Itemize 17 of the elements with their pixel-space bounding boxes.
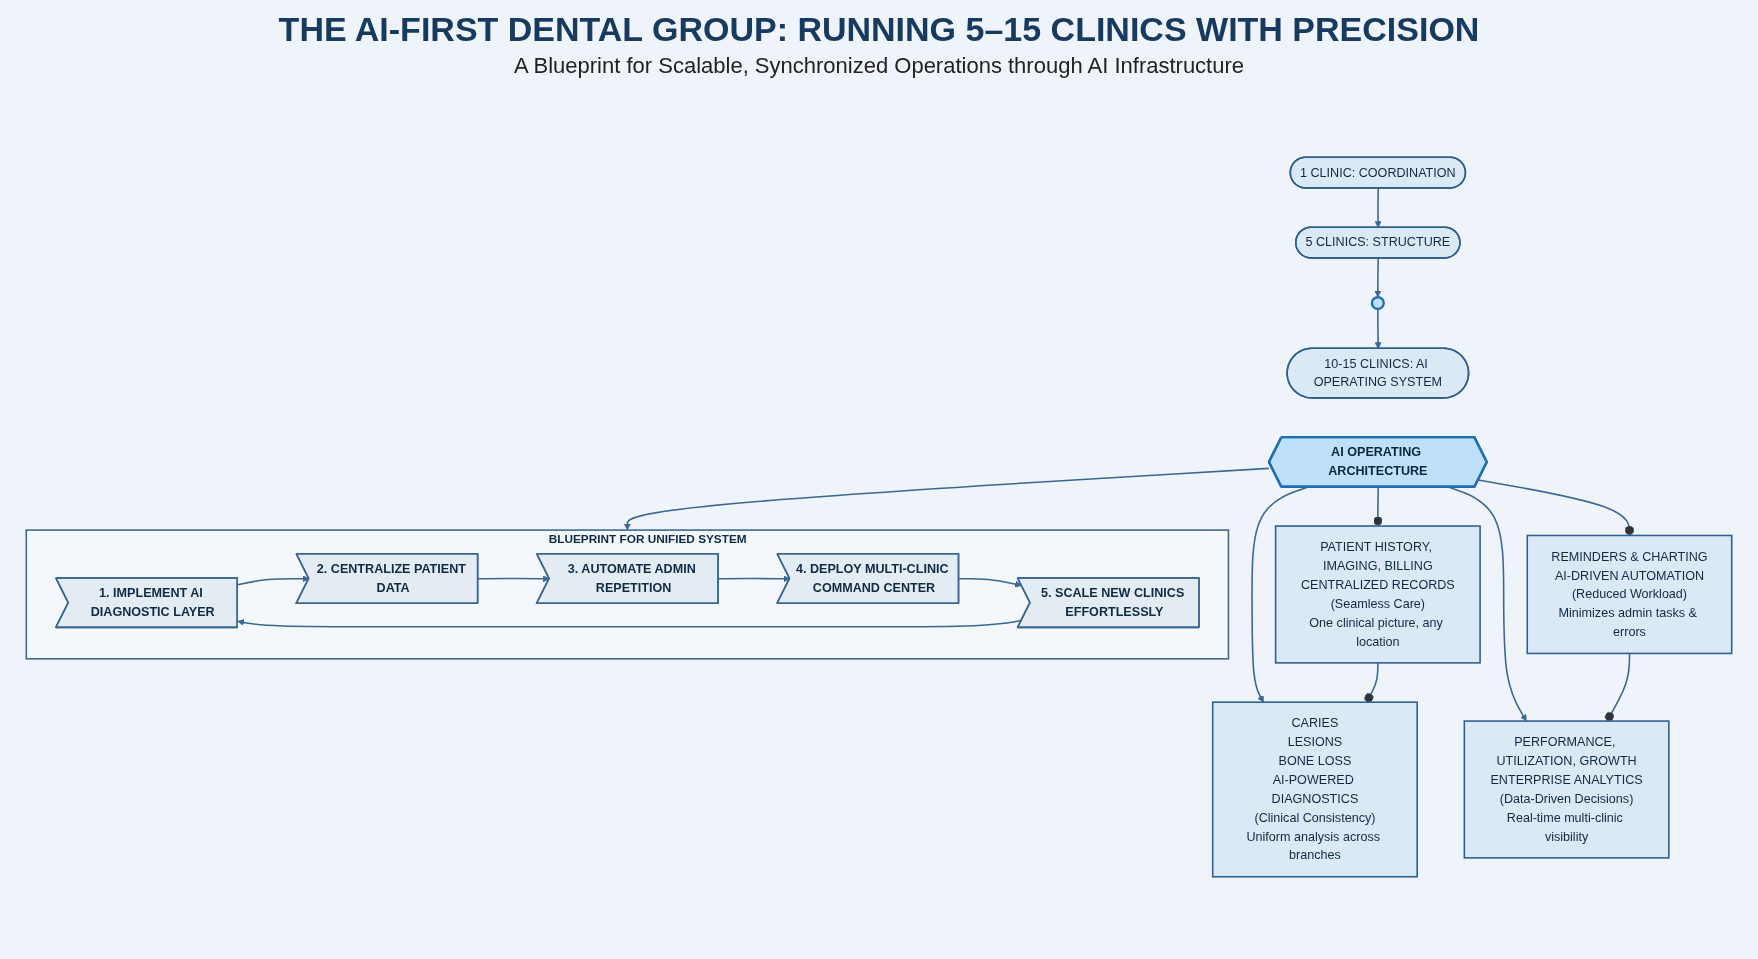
arrow [1374, 187, 1382, 228]
arrow [477, 575, 550, 583]
node-box: CARIES LESIONS BONE LOSS AI-POWERED DIAGNOSTICS (Clinical Consistency) Uniform analysis across branches [1211, 701, 1418, 878]
subtitle: A Blueprint for Scalable, Synchronized Operations through AI Infrastructure [512, 53, 1246, 79]
connector [1364, 662, 1379, 703]
title: THE AI-FIRST DENTAL GROUP: RUNNING 5–15 CLINICS WITH PRECISION [277, 10, 1481, 49]
connector [1477, 479, 1635, 537]
node-box: REMINDERS & CHARTING AI-DRIVEN AUTOMATION (Reduced Workload) Minimizes admin tasks & errors [1526, 534, 1733, 655]
node-circle [1370, 296, 1385, 311]
connector [1604, 652, 1631, 722]
node-box: PERFORMANCE, UTILIZATION, GROWTH ENTERPRISE ANALYTICS (Data-Driven Decisions) Real-time multi-clinic visibility [1463, 720, 1670, 859]
connector [1373, 486, 1383, 527]
arrow [958, 577, 1022, 588]
arrow [1374, 257, 1382, 298]
node-box: PATIENT HISTORY, IMAGING, BILLING CENTRALIZED RECORDS (Seamless Care) One clinical picture, any location [1274, 525, 1481, 664]
arrow [623, 467, 1270, 531]
arrow [1374, 308, 1382, 350]
